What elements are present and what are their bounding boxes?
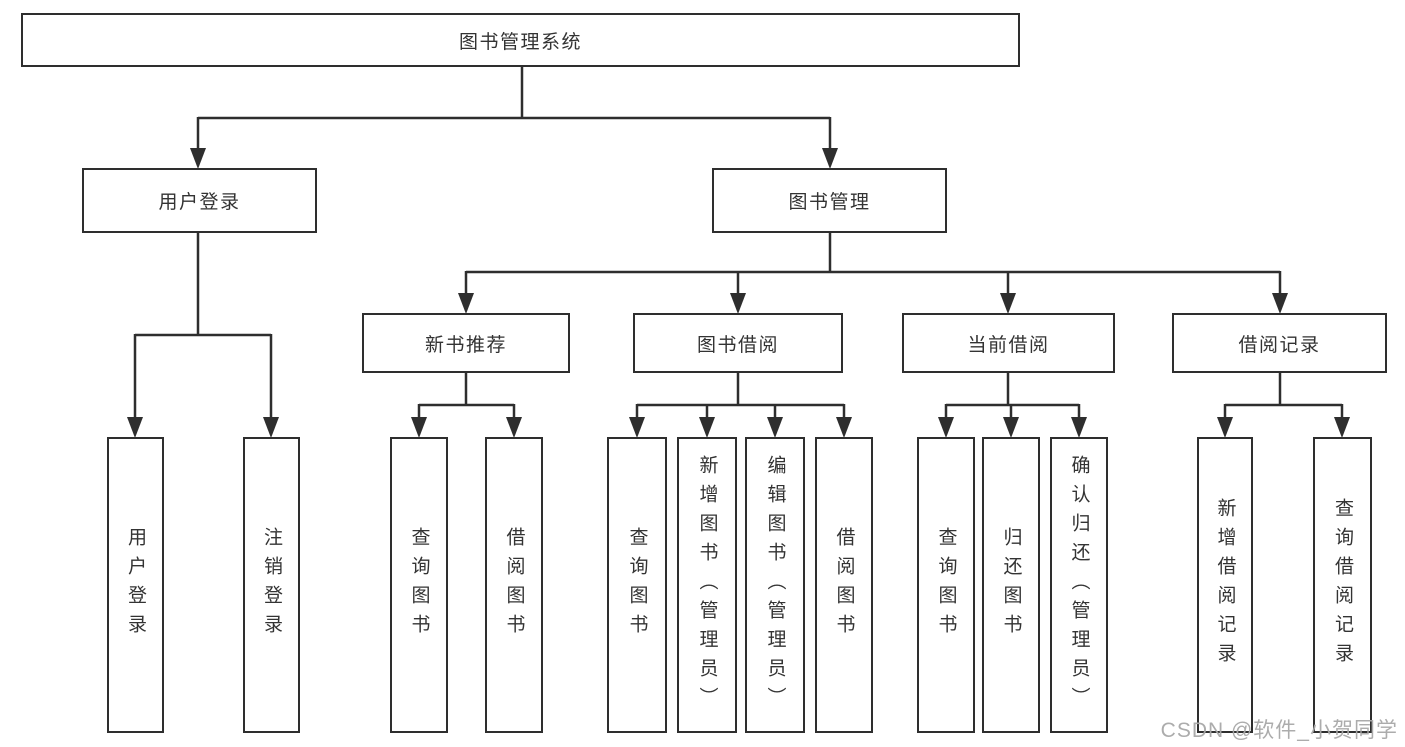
node-library-management-system[interactable]: 图书管理系统 <box>21 13 1020 67</box>
leaf-add-books-admin[interactable]: 新增图书（管理员） <box>677 437 737 733</box>
node-label: 归还图书 <box>1000 527 1022 643</box>
leaf-query-books-current[interactable]: 查询图书 <box>917 437 975 733</box>
leaf-borrow-books[interactable]: 借阅图书 <box>815 437 873 733</box>
leaf-confirm-return-admin[interactable]: 确认归还（管理员） <box>1050 437 1108 733</box>
leaf-query-borrow-record[interactable]: 查询借阅记录 <box>1313 437 1372 733</box>
node-borrowing-records[interactable]: 借阅记录 <box>1172 313 1387 373</box>
node-label: 注销登录 <box>261 527 282 643</box>
leaf-add-borrow-record[interactable]: 新增借阅记录 <box>1197 437 1253 733</box>
node-label: 新增借阅记录 <box>1214 498 1236 672</box>
node-label: 查询图书 <box>408 527 430 643</box>
node-label: 图书管理系统 <box>458 31 582 53</box>
node-label: 借阅图书 <box>833 527 855 643</box>
leaf-edit-books-admin[interactable]: 编辑图书（管理员） <box>745 437 805 733</box>
node-label: 新增图书（管理员） <box>696 454 718 716</box>
csdn-watermark: CSDN @软件_小贺同学 <box>1160 719 1398 742</box>
arrowheads <box>127 148 1350 438</box>
node-label: 用户登录 <box>125 527 146 643</box>
leaf-borrow-books-recommend[interactable]: 借阅图书 <box>485 437 543 733</box>
node-label: 借阅记录 <box>1238 334 1321 356</box>
leaf-return-books[interactable]: 归还图书 <box>982 437 1040 733</box>
node-label: 当前借阅 <box>967 334 1050 356</box>
node-label: 确认归还（管理员） <box>1068 454 1090 716</box>
node-book-management[interactable]: 图书管理 <box>712 168 947 233</box>
node-label: 图书管理 <box>788 192 871 213</box>
node-label: 图书借阅 <box>696 334 779 356</box>
node-label: 新书推荐 <box>424 334 507 356</box>
node-new-book-recommend[interactable]: 新书推荐 <box>362 313 570 373</box>
node-label: 查询图书 <box>935 527 957 643</box>
node-label: 借阅图书 <box>503 527 525 643</box>
node-user-login[interactable]: 用户登录 <box>82 168 317 233</box>
node-label: 编辑图书（管理员） <box>764 454 786 716</box>
node-label: 查询借阅记录 <box>1332 498 1353 672</box>
leaf-logout[interactable]: 注销登录 <box>243 437 300 733</box>
leaf-query-books-recommend[interactable]: 查询图书 <box>390 437 448 733</box>
node-label: 用户登录 <box>158 192 241 213</box>
leaf-query-books-borrow[interactable]: 查询图书 <box>607 437 667 733</box>
node-label: 查询图书 <box>626 527 648 643</box>
node-book-borrowing[interactable]: 图书借阅 <box>633 313 843 373</box>
node-current-borrowing[interactable]: 当前借阅 <box>902 313 1115 373</box>
leaf-user-login[interactable]: 用户登录 <box>107 437 164 733</box>
